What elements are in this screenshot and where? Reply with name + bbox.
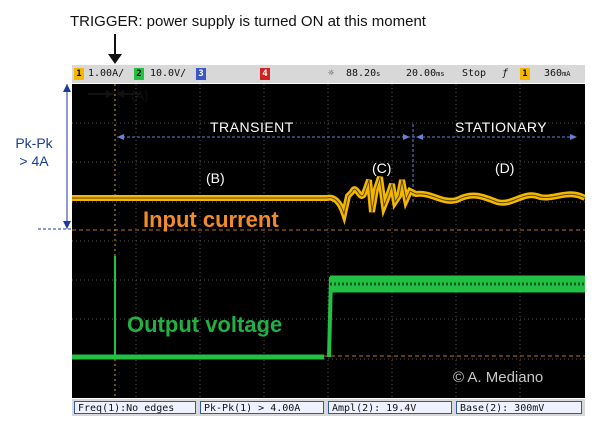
ch4-badge[interactable]: 4 (260, 68, 270, 80)
trigger-source-badge[interactable]: 1 (520, 68, 530, 80)
pkpk-line2: > 4A (19, 153, 49, 169)
time-position[interactable]: 88.20s (346, 68, 381, 79)
input-current-title: Input current (143, 207, 279, 232)
label-transient: TRANSIENT (210, 119, 294, 135)
output-voltage-title: Output voltage (127, 312, 283, 337)
ch1-trace-core (72, 176, 585, 216)
ch3-badge[interactable]: 3 (196, 68, 206, 80)
label-stationary: STATIONARY (455, 119, 548, 135)
pkpk-annotation: Pk-Pk > 4A (8, 134, 60, 170)
ch2-badge[interactable]: 2 (134, 68, 144, 80)
trigger-annotation: TRIGGER: power supply is turned ON at th… (70, 13, 426, 30)
label-d: (D) (495, 160, 515, 176)
pkpk-line1: Pk-Pk (15, 135, 53, 151)
measurement-ampl[interactable]: Ampl(2): 19.4V (328, 401, 452, 414)
trigger-level[interactable]: 360mA (544, 68, 571, 79)
measurement-freq[interactable]: Freq(1):No edges (74, 401, 196, 414)
measurement-pkpk[interactable]: Pk-Pk(1) > 4.00A (200, 401, 324, 414)
label-b: (B) (206, 170, 225, 186)
time-per-div[interactable]: 20.00ms (406, 68, 445, 79)
run-state[interactable]: Stop (462, 68, 487, 79)
scope-top-bar: 1 1.00A/ 2 10.0V/ 3 4 ☼ 88.20s 20.00ms S… (72, 65, 585, 83)
scope-plot (72, 84, 585, 398)
scope-screen (72, 84, 585, 398)
label-c: (C) (372, 160, 392, 176)
trigger-arrow-head (108, 54, 122, 64)
ch1-badge[interactable]: 1 (74, 68, 84, 80)
scope-bottom-bar: Freq(1):No edges Pk-Pk(1) > 4.00A Ampl(2… (72, 399, 585, 416)
measurement-base[interactable]: Base(2): 300mV (456, 401, 582, 414)
credit-text: © A. Mediano (453, 369, 544, 386)
trigger-edge-icon: ƒ (502, 68, 509, 79)
ch2-scale[interactable]: 10.0V/ (150, 68, 187, 79)
ch1-scale[interactable]: 1.00A/ (88, 68, 125, 79)
sun-icon: ☼ (328, 68, 335, 79)
label-a: (A) (131, 88, 149, 103)
